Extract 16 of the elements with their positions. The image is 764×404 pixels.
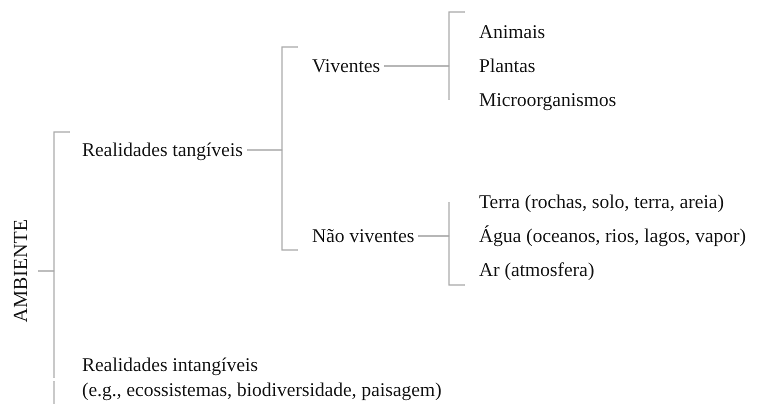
category-label: Plantas [479,54,536,78]
category-label: Terra (rochas, solo, terra, areia) [479,190,724,214]
category-label: Realidades intangíveis [82,354,259,378]
category-label: Água (oceanos, rios, lagos, vapor) [479,224,746,248]
bracket-line [418,235,450,270]
vertical-title: AMBIENTE [11,219,31,323]
bracket-line [247,149,283,236]
category-label: (e.g., ecossistemas, biodiversidade, paisagem) [82,379,442,403]
category-label: Ar (atmosfera) [479,258,594,282]
bracket-line [38,270,55,378]
category-label: Não viventes [312,224,414,248]
category-label: Realidades tangíveis [82,138,243,162]
category-label: Animais [479,20,546,44]
category-label: Microorganismos [479,88,616,112]
category-label: Viventes [312,54,380,78]
bracket-line [384,65,450,100]
